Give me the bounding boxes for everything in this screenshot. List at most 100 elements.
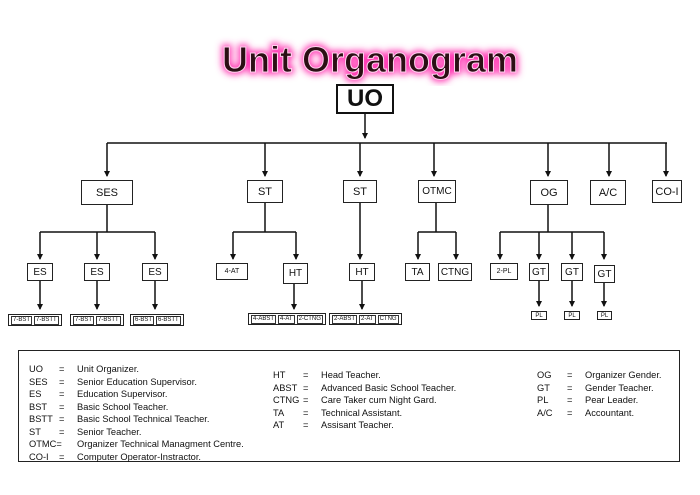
node-gt-2: GT: [561, 263, 583, 281]
leaf-node: 7-BSTT: [34, 315, 59, 325]
legend-def: Computer Operator-Instractor.: [77, 451, 202, 462]
legend-def: Technical Assistant.: [321, 407, 403, 418]
node-es-3: ES: [142, 263, 168, 281]
legend-def: Unit Organizer.: [77, 364, 140, 374]
leaf-node: 6-BSTT: [156, 315, 181, 325]
leaf-node: 7-BSTT: [96, 315, 121, 325]
node-co-i: CO-I: [652, 180, 682, 203]
legend-abbr: CO-I: [29, 451, 49, 462]
legend-eq: =: [59, 401, 65, 412]
legend-row: CTNG= Care Taker cum Night Gard.: [273, 394, 456, 407]
legend-row: ABST = Advanced Basic School Teacher.: [273, 382, 456, 395]
leaf-group-ht-1: 4-ABST 4-AT 2-CTNG: [248, 313, 326, 325]
legend-eq: =: [59, 389, 65, 399]
legend-def: Assisant Teacher.: [321, 420, 394, 430]
leaf-group-es-1: 7-BST 7-BSTT: [8, 314, 62, 326]
legend-row: BST = Basic School Teacher.: [29, 401, 244, 414]
legend-row: CO-I = Computer Operator-Instractor.: [29, 451, 244, 464]
leaf-group-es-2: 7-BST 7-BSTT: [70, 314, 124, 326]
legend-def: Advanced Basic School Teacher.: [321, 382, 457, 393]
legend-def: Gender Teacher.: [585, 382, 654, 393]
legend-eq: =: [567, 407, 573, 418]
title-graphic: Unit Organogram Unit Organogram: [219, 37, 520, 83]
legend-row: GT=Gender Teacher.: [537, 382, 661, 395]
legend-abbr: ST: [29, 426, 41, 437]
legend-column-2: HT = Head Teacher. ABST = Advanced Basic Sch…: [273, 369, 456, 432]
node-ses: SES: [81, 180, 133, 205]
legend-def: Organizer Technical Managment Centre.: [77, 439, 244, 449]
legend-abbr: OTMC=: [29, 439, 62, 449]
node-st-1: ST: [247, 180, 283, 203]
node-uo: UO: [336, 84, 394, 114]
node-4-at: 4-AT: [216, 263, 248, 280]
legend-row: PL=Pear Leader.: [537, 394, 661, 407]
leaf-node: 7-BST: [73, 315, 95, 325]
legend-def: Basic School Technical Teacher.: [77, 414, 210, 424]
legend-def: Senior Teacher.: [77, 426, 142, 437]
legend-row: BSTT=Basic School Technical Teacher.: [29, 413, 244, 426]
leaf-group-ht-2: 2-ABST 2-AT CTNG: [329, 313, 402, 325]
legend-abbr: ABST: [273, 382, 298, 393]
leaf-pl-3: PL: [597, 311, 612, 320]
legend-row: ST=Senior Teacher.: [29, 426, 244, 439]
leaf-pl-2: PL: [564, 311, 580, 320]
legend-abbr: UO: [29, 364, 43, 374]
legend-row: A/C = Accountant.: [537, 407, 661, 420]
legend-abbr: SES: [29, 376, 48, 387]
legend-abbr: A/C: [537, 407, 553, 418]
leaf-pl-1: PL: [531, 311, 547, 320]
node-ctng: CTNG: [438, 263, 472, 281]
leaf-node: 2-CTNG: [296, 314, 323, 324]
leaf-node: 2-ABST: [332, 314, 358, 324]
legend-abbr: AT: [273, 420, 285, 430]
legend-eq: =: [567, 382, 573, 393]
legend-row: SES=Senior Education Supervisor.: [29, 376, 244, 389]
node-st-2: ST: [343, 180, 377, 203]
node-gt-1: GT: [529, 263, 549, 281]
legend-box: UO=Unit Organizer. SES=Senior Education …: [18, 350, 680, 462]
legend-eq: =: [59, 376, 65, 387]
legend-abbr: HT: [273, 370, 286, 380]
leaf-node: 4-ABST: [251, 314, 277, 324]
legend-row: AT=Assisant Teacher.: [273, 419, 456, 432]
node-es-2: ES: [84, 263, 110, 281]
legend-eq: =: [303, 407, 309, 418]
node-otmc: OTMC: [418, 180, 456, 203]
legend-abbr: CTNG: [273, 395, 300, 405]
leaf-node: CTNG: [377, 314, 399, 324]
leaf-node: 7-BST: [11, 315, 33, 325]
legend-column-3: OG=Organizer Gender. GT=Gender Teacher. …: [537, 369, 661, 419]
legend-eq: =: [59, 364, 65, 374]
legend-row: OG=Organizer Gender.: [537, 369, 661, 382]
leaf-node: 4-AT: [278, 314, 295, 324]
legend-abbr: OG: [537, 370, 552, 380]
legend-abbr: BST: [29, 401, 48, 412]
legend-eq: =: [59, 451, 65, 462]
legend-eq: =: [567, 370, 573, 380]
legend-eq: =: [567, 395, 573, 405]
legend-def: Basic School Teacher.: [77, 401, 169, 412]
node-og: OG: [530, 180, 568, 205]
legend-def: Care Taker cum Night Gard.: [321, 395, 437, 405]
legend-abbr: PL: [537, 395, 549, 405]
node-ht-1: HT: [283, 263, 308, 284]
legend-def: Accountant.: [585, 407, 635, 418]
legend-def: Education Supervisor.: [77, 389, 168, 399]
legend-eq: =: [303, 382, 309, 393]
legend-def: Head Teacher.: [321, 370, 381, 380]
legend-row: UO = Unit Organizer.: [29, 363, 244, 376]
legend-abbr: TA: [273, 407, 285, 418]
node-gt-3: GT: [594, 265, 615, 283]
legend-row: TA = Technical Assistant.: [273, 407, 456, 420]
title-glow: Unit Organogram: [222, 39, 518, 80]
legend-row: OTMC= Organizer Technical Managment Centr…: [29, 438, 244, 451]
legend-eq: =: [303, 395, 309, 405]
node-es-1: ES: [27, 263, 53, 281]
node-ac: A/C: [590, 180, 626, 205]
leaf-node: 2-AT: [359, 314, 376, 324]
legend-row: ES = Education Supervisor.: [29, 388, 244, 401]
node-ta: TA: [405, 263, 430, 281]
legend-abbr: ES: [29, 389, 42, 399]
